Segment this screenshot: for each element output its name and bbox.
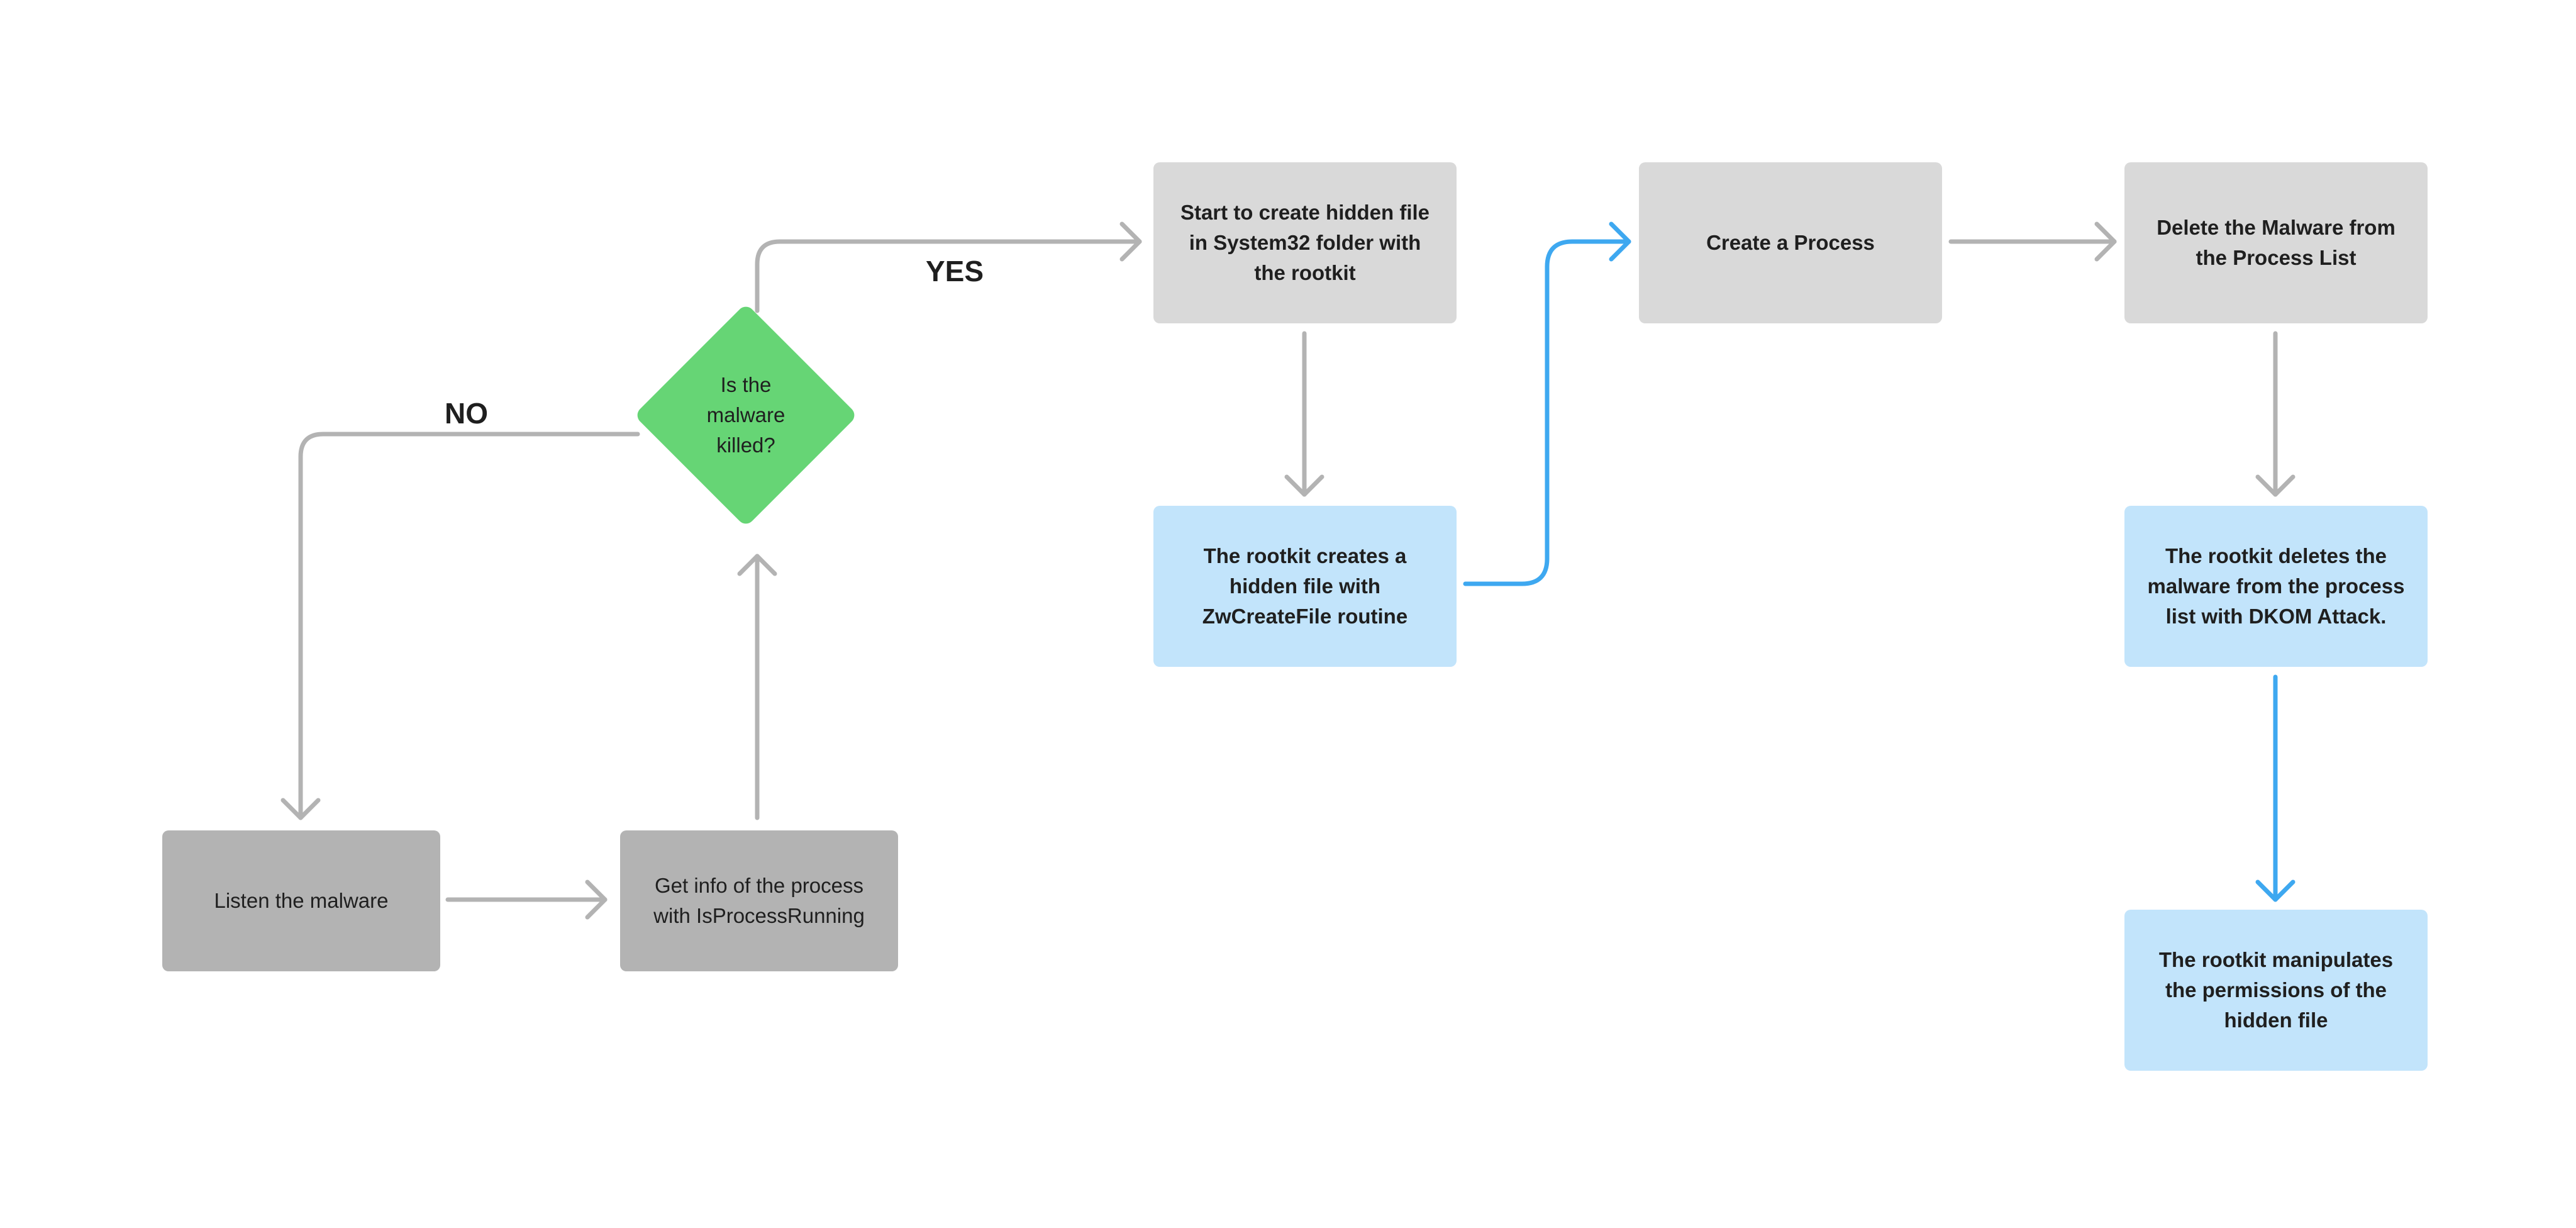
edge-decision-no xyxy=(280,432,640,820)
node-start-hidden-file: Start to create hidden file in System32 … xyxy=(1153,162,1457,323)
node-create-process: Create a Process xyxy=(1639,162,1942,323)
node-get-process-info-text: Get info of the process with IsProcessRu… xyxy=(653,874,865,927)
node-rootkit-creates-file: The rootkit creates a hidden file with Z… xyxy=(1153,506,1457,667)
edge-decision-yes xyxy=(755,221,1142,313)
node-rootkit-deletes-malware-text: The rootkit deletes the malware from the… xyxy=(2147,544,2405,628)
node-rootkit-manipulates-permissions-text: The rootkit manipulates the permissions … xyxy=(2158,948,2394,1032)
edge-getinfo-to-decision xyxy=(737,554,777,820)
edge-label-no: NO xyxy=(445,397,488,430)
decision-text: Is the malware killed? xyxy=(706,373,786,457)
edge-createprocess-to-deletemalware xyxy=(1948,221,2117,262)
edge-starthidden-to-rootkitcreates xyxy=(1284,331,1324,497)
edge-listen-to-getinfo xyxy=(445,879,608,920)
node-rootkit-deletes-malware: The rootkit deletes the malware from the… xyxy=(2124,506,2428,667)
node-delete-malware-text: Delete the Malware from the Process List xyxy=(2157,216,2396,269)
edge-rootkitdeletes-to-rootkitmanipulates xyxy=(2255,674,2296,902)
node-rootkit-manipulates-permissions: The rootkit manipulates the permissions … xyxy=(2124,910,2428,1071)
edge-deletemalware-to-rootkitdeletes xyxy=(2255,331,2296,497)
node-rootkit-creates-file-text: The rootkit creates a hidden file with Z… xyxy=(1202,544,1408,628)
edge-rootkitcreates-to-createprocess xyxy=(1463,221,1631,586)
node-start-hidden-file-text: Start to create hidden file in System32 … xyxy=(1180,201,1430,284)
edge-label-yes: YES xyxy=(926,255,984,287)
node-get-process-info: Get info of the process with IsProcessRu… xyxy=(620,830,898,971)
node-listen-malware-text: Listen the malware xyxy=(214,889,389,913)
node-delete-malware: Delete the Malware from the Process List xyxy=(2124,162,2428,323)
node-create-process-text: Create a Process xyxy=(1706,231,1875,255)
decision-label: Is the malware killed? xyxy=(683,352,809,478)
node-listen-malware: Listen the malware xyxy=(162,830,440,971)
